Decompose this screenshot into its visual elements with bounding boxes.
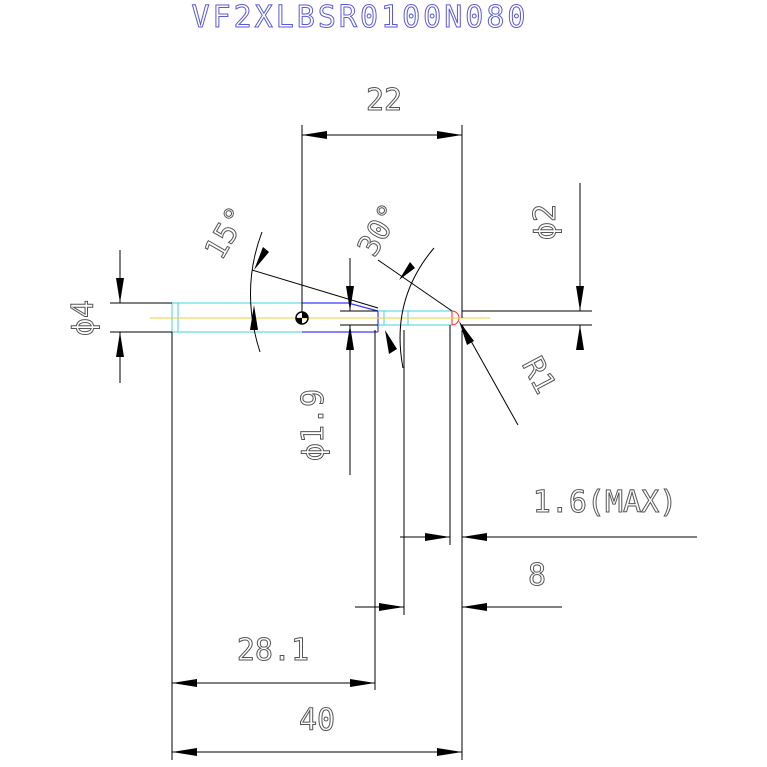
dimension-neck-diameter: ϕ1.9 [296,258,378,475]
label-40: 40 [299,703,335,738]
label-1-6-max: 1.6(MAX) [533,485,678,520]
dimension-neck-length: 28.1 [172,330,376,690]
angle-taper: 15° [198,201,379,353]
label-neck-diameter: ϕ1.9 [296,389,331,461]
label-8: 8 [528,558,546,593]
label-shank-diameter: ϕ4 [66,300,101,336]
dimension-tip-length: 1.6(MAX) [400,325,697,545]
drawing-title: VF2XLBSR0100N080 [192,0,529,35]
label-tip-diameter: ϕ2 [528,204,563,240]
dimension-flute-length: 8 [355,330,562,615]
dimension-overall-length: 40 [171,330,463,760]
dimension-tip-diameter: ϕ2 [462,183,592,350]
tool-outline [150,302,490,333]
dimension-gauge-length: 22 [301,83,463,318]
dimension-radius: R1 [459,321,563,426]
label-22: 22 [366,83,402,118]
angle-tip: 30° [351,198,453,369]
label-radius: R1 [514,351,562,399]
label-angle-15: 15° [198,201,255,265]
label-angle-30: 30° [351,198,408,262]
dimension-shank-diameter: ϕ4 [66,250,172,383]
label-28-1: 28.1 [237,633,309,668]
